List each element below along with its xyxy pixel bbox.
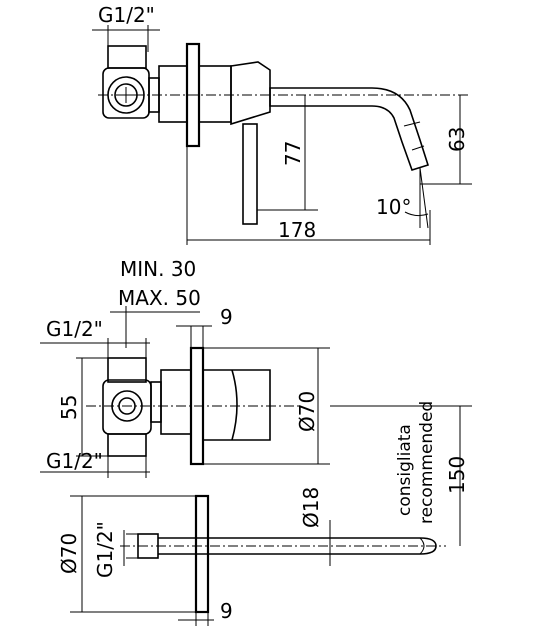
top-height-150: 150 bbox=[445, 456, 469, 494]
bottom-spout-diameter: Ø18 bbox=[299, 487, 323, 528]
top-recommended-it: consigliata bbox=[395, 424, 415, 516]
bottom-plate-diameter: Ø70 bbox=[57, 533, 81, 574]
top-spacing-55: 55 bbox=[57, 395, 81, 420]
bottom-thread-label: G1/2" bbox=[93, 521, 117, 578]
side-lever bbox=[242, 123, 258, 225]
top-max-label: MAX. 50 bbox=[118, 286, 201, 310]
side-view: G1/2" 77 63 bbox=[92, 3, 472, 245]
side-height-63: 63 bbox=[445, 127, 469, 152]
top-view: MIN. 30 MAX. 50 9 G1/2" 55 G1/2" bbox=[40, 257, 472, 546]
top-plate-thickness: 9 bbox=[220, 305, 233, 329]
side-inlet-body bbox=[107, 45, 147, 69]
top-recommended-en: recommended bbox=[417, 401, 437, 524]
side-length-178: 178 bbox=[278, 218, 316, 242]
bottom-view: Ø70 G1/2" 9 Ø18 bbox=[57, 487, 446, 626]
bottom-plate-thickness: 9 bbox=[220, 599, 233, 623]
top-min-label: MIN. 30 bbox=[120, 257, 196, 281]
top-thread-top: G1/2" bbox=[46, 317, 103, 341]
side-angle-10: 10° bbox=[376, 195, 411, 219]
top-thread-bottom: G1/2" bbox=[46, 449, 103, 473]
top-plate-diameter: Ø70 bbox=[295, 391, 319, 432]
side-thread-label: G1/2" bbox=[98, 3, 155, 27]
side-height-77: 77 bbox=[281, 141, 305, 166]
side-spout bbox=[269, 87, 430, 171]
top-body bbox=[107, 357, 147, 383]
